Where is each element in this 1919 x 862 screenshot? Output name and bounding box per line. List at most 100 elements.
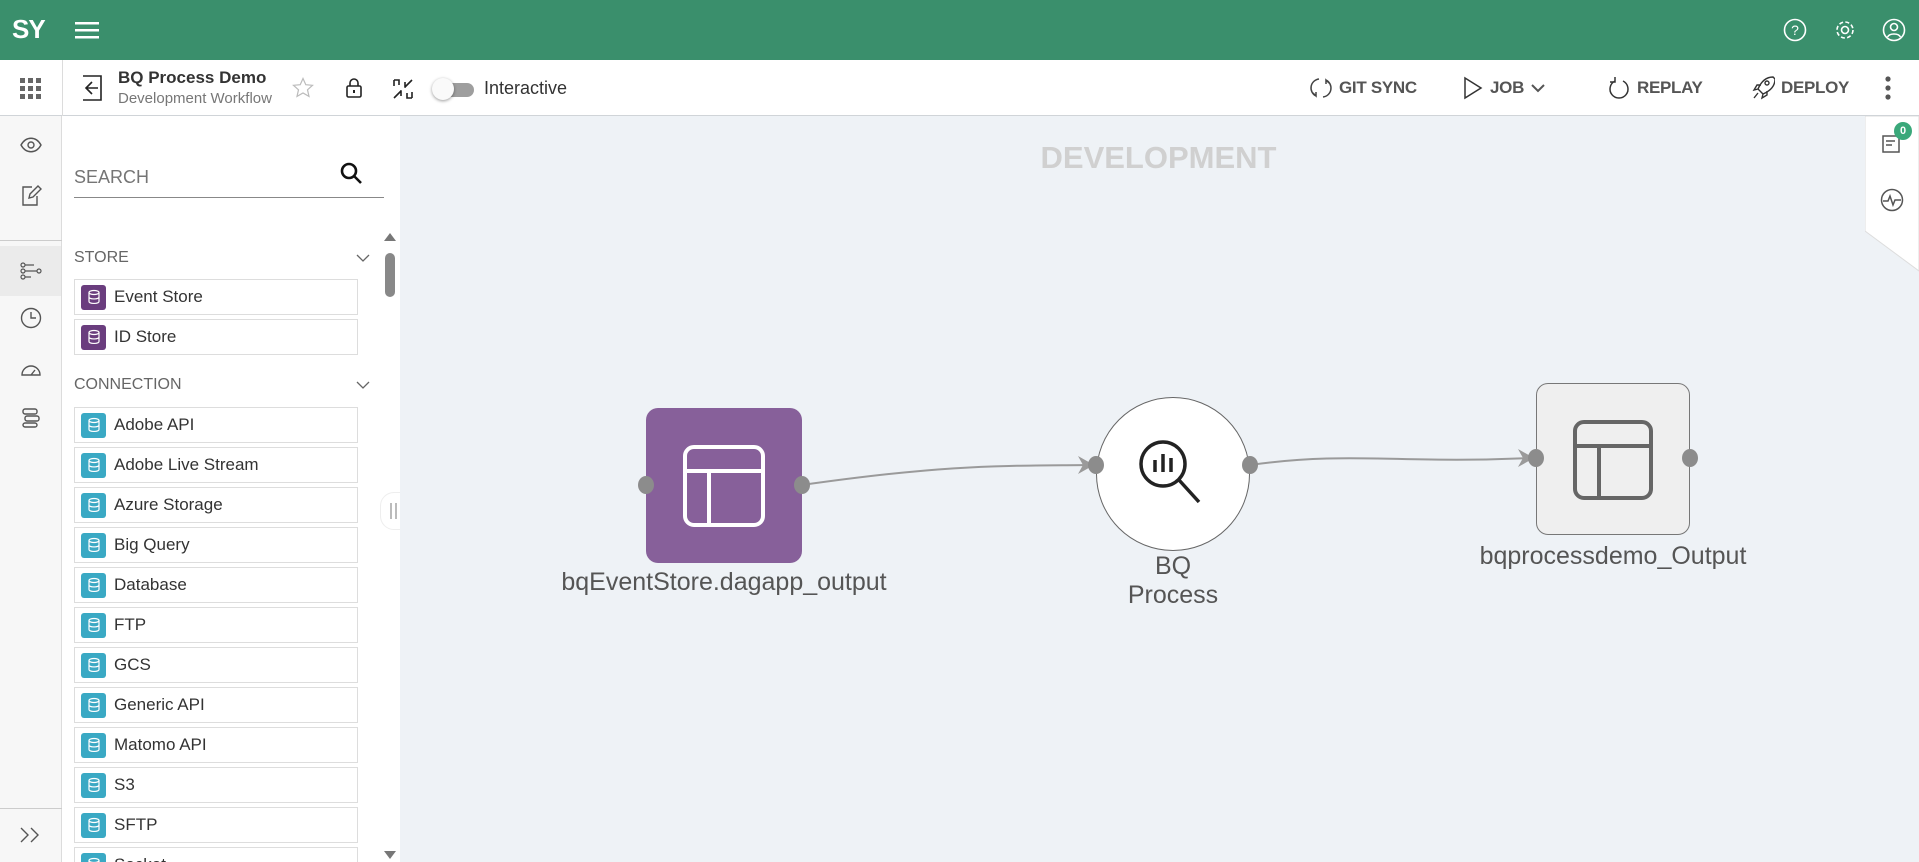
node-label: bqprocessdemo_Output xyxy=(1479,542,1747,570)
user-icon[interactable] xyxy=(1880,16,1908,44)
palette-item[interactable]: S3 xyxy=(74,767,358,803)
output-port[interactable] xyxy=(1242,456,1258,474)
gear-icon[interactable] xyxy=(1831,16,1859,44)
magnifier-chart-icon xyxy=(1139,440,1201,504)
palette-item-label: ID Store xyxy=(114,327,177,346)
back-icon[interactable] xyxy=(78,73,106,103)
palette-item[interactable]: Event Store xyxy=(74,279,358,315)
top-bar: SY ? xyxy=(0,0,1919,60)
output-port[interactable] xyxy=(1682,449,1698,467)
more-options-icon[interactable] xyxy=(1876,74,1900,102)
job-button[interactable]: JOB xyxy=(1462,60,1546,116)
workflow-canvas[interactable]: DEVELOPMENT bqEventStore.dagapp_output B… xyxy=(400,116,1865,862)
flow-icon xyxy=(19,262,42,280)
palette-item[interactable]: FTP xyxy=(74,607,358,643)
collapse-icon[interactable] xyxy=(390,76,416,102)
component-icon xyxy=(81,284,106,310)
clock-icon[interactable] xyxy=(16,304,46,332)
palette-item-label: Adobe Live Stream xyxy=(114,455,259,474)
palette-item[interactable]: Database xyxy=(74,567,358,603)
table-layout-icon xyxy=(683,445,765,527)
component-palette: STORE Event Store ID Store CONNECTION Ado… xyxy=(62,116,400,862)
palette-item-label: Socket xyxy=(114,855,166,862)
search-icon[interactable] xyxy=(336,158,366,188)
interactive-toggle[interactable] xyxy=(432,78,474,100)
eye-icon[interactable] xyxy=(16,132,46,158)
rail-item-workflows[interactable] xyxy=(0,246,61,296)
palette-item-label: Matomo API xyxy=(114,735,207,754)
replay-icon xyxy=(1609,77,1629,99)
input-port[interactable] xyxy=(638,476,654,494)
palette-item[interactable]: ID Store xyxy=(74,319,358,355)
component-icon xyxy=(81,572,106,598)
component-icon xyxy=(81,612,106,638)
palette-item-label: Big Query xyxy=(114,535,190,554)
notes-icon[interactable] xyxy=(1879,130,1905,158)
rocket-icon xyxy=(1752,76,1775,100)
palette-item[interactable]: SFTP xyxy=(74,807,358,843)
component-icon xyxy=(81,324,106,350)
stack-icon[interactable] xyxy=(16,404,46,432)
star-icon[interactable] xyxy=(290,75,316,101)
component-icon xyxy=(81,812,106,838)
category-store[interactable]: STORE xyxy=(74,249,370,267)
palette-item[interactable]: Matomo API xyxy=(74,727,358,763)
activity-icon[interactable] xyxy=(1879,186,1905,214)
component-icon xyxy=(81,532,106,558)
palette-item[interactable]: GCS xyxy=(74,647,358,683)
menu-icon[interactable] xyxy=(72,15,102,45)
replay-button[interactable]: REPLAY xyxy=(1607,60,1703,116)
edit-icon[interactable] xyxy=(16,181,46,209)
category-label: CONNECTION xyxy=(74,376,182,393)
apps-grid-icon[interactable] xyxy=(16,74,46,104)
palette-item-label: Event Store xyxy=(114,287,203,306)
palette-item[interactable]: Big Query xyxy=(74,527,358,563)
logo: SY xyxy=(12,14,46,44)
input-port[interactable] xyxy=(1088,456,1104,474)
input-port[interactable] xyxy=(1528,449,1544,467)
right-panel: 0 xyxy=(1865,116,1919,862)
category-connection[interactable]: CONNECTION xyxy=(74,376,370,394)
category-label: STORE xyxy=(74,249,129,266)
output-port[interactable] xyxy=(794,476,810,494)
deploy-button[interactable]: DEPLOY xyxy=(1751,60,1849,116)
chevron-down-icon xyxy=(356,381,370,389)
palette-item[interactable]: Socket xyxy=(74,847,358,862)
deploy-label: DEPLOY xyxy=(1781,78,1850,97)
component-icon xyxy=(81,772,106,798)
node-event-store[interactable] xyxy=(646,408,802,563)
component-icon xyxy=(81,852,106,862)
palette-item-label: GCS xyxy=(114,655,151,674)
node-bq-process[interactable] xyxy=(1096,397,1250,551)
help-icon[interactable]: ? xyxy=(1781,16,1809,44)
edge-store-to-process xyxy=(801,464,1091,486)
search-input[interactable] xyxy=(74,166,326,188)
palette-item[interactable]: Azure Storage xyxy=(74,487,358,523)
workflow-toolbar: BQ Process Demo Development Workflow Int… xyxy=(0,60,1919,116)
palette-item-label: Generic API xyxy=(114,695,205,714)
palette-item-label: FTP xyxy=(114,615,147,634)
lock-icon[interactable] xyxy=(342,76,366,100)
palette-item-label: Database xyxy=(114,575,187,594)
palette-scrollbar[interactable] xyxy=(383,232,397,862)
palette-item[interactable]: Adobe API xyxy=(74,407,358,443)
svg-text:?: ? xyxy=(1791,22,1799,38)
git-sync-icon xyxy=(1310,78,1332,98)
component-icon xyxy=(81,412,106,438)
chevron-down-icon xyxy=(356,254,370,262)
expand-rail-icon[interactable] xyxy=(14,820,48,850)
notification-badge: 0 xyxy=(1894,122,1912,140)
component-icon xyxy=(81,652,106,678)
edge-process-to-output xyxy=(1249,457,1531,466)
node-output[interactable] xyxy=(1536,383,1690,535)
palette-item-label: S3 xyxy=(114,775,135,794)
palette-item[interactable]: Generic API xyxy=(74,687,358,723)
workflow-subtitle: Development Workflow xyxy=(118,90,272,107)
node-label: bqEventStore.dagapp_output xyxy=(561,568,887,596)
palette-item-label: Adobe API xyxy=(114,415,195,434)
gauge-icon[interactable] xyxy=(16,354,46,382)
play-icon xyxy=(1464,76,1483,100)
git-sync-button[interactable]: GIT SYNC xyxy=(1309,60,1417,116)
palette-item[interactable]: Adobe Live Stream xyxy=(74,447,358,483)
